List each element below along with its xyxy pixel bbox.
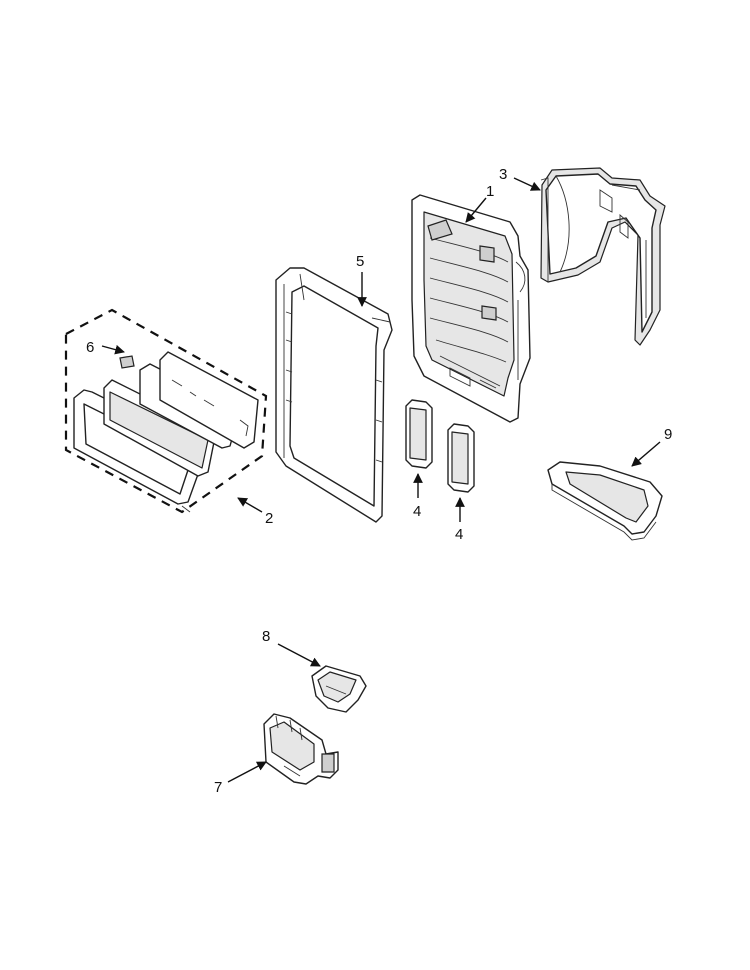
leader-3 — [513, 177, 541, 191]
callout-3: 3 — [499, 166, 507, 183]
callout-5: 5 — [356, 253, 364, 270]
part-7-switch-actuator — [263, 713, 339, 785]
part-1-dispenser-housing — [411, 194, 531, 423]
callout-4-right: 4 — [455, 526, 463, 543]
callout-labels: 1 2 3 4 4 5 6 7 8 9 — [86, 166, 672, 796]
part-2-control-panel-assembly — [64, 308, 268, 514]
part-5-frame — [275, 267, 393, 523]
callout-2: 2 — [265, 510, 273, 527]
leader-7 — [227, 761, 267, 783]
part-9-drip-tray — [547, 461, 663, 541]
callout-6: 6 — [86, 339, 94, 356]
leader-9 — [631, 441, 661, 467]
callout-1: 1 — [486, 183, 494, 200]
part-3-housing-shroud — [540, 167, 666, 346]
callout-8: 8 — [262, 628, 270, 645]
leader-6 — [101, 344, 125, 355]
leader-1 — [465, 197, 487, 223]
callout-7: 7 — [214, 779, 222, 796]
callout-9: 9 — [664, 426, 672, 443]
part-4-pad-left — [405, 399, 433, 469]
callout-4-left: 4 — [413, 503, 421, 520]
leader-lines — [101, 177, 661, 783]
leader-2 — [237, 497, 263, 513]
leader-8 — [277, 643, 321, 667]
part-8-cup — [311, 665, 367, 713]
part-4-pad-right — [447, 423, 475, 493]
